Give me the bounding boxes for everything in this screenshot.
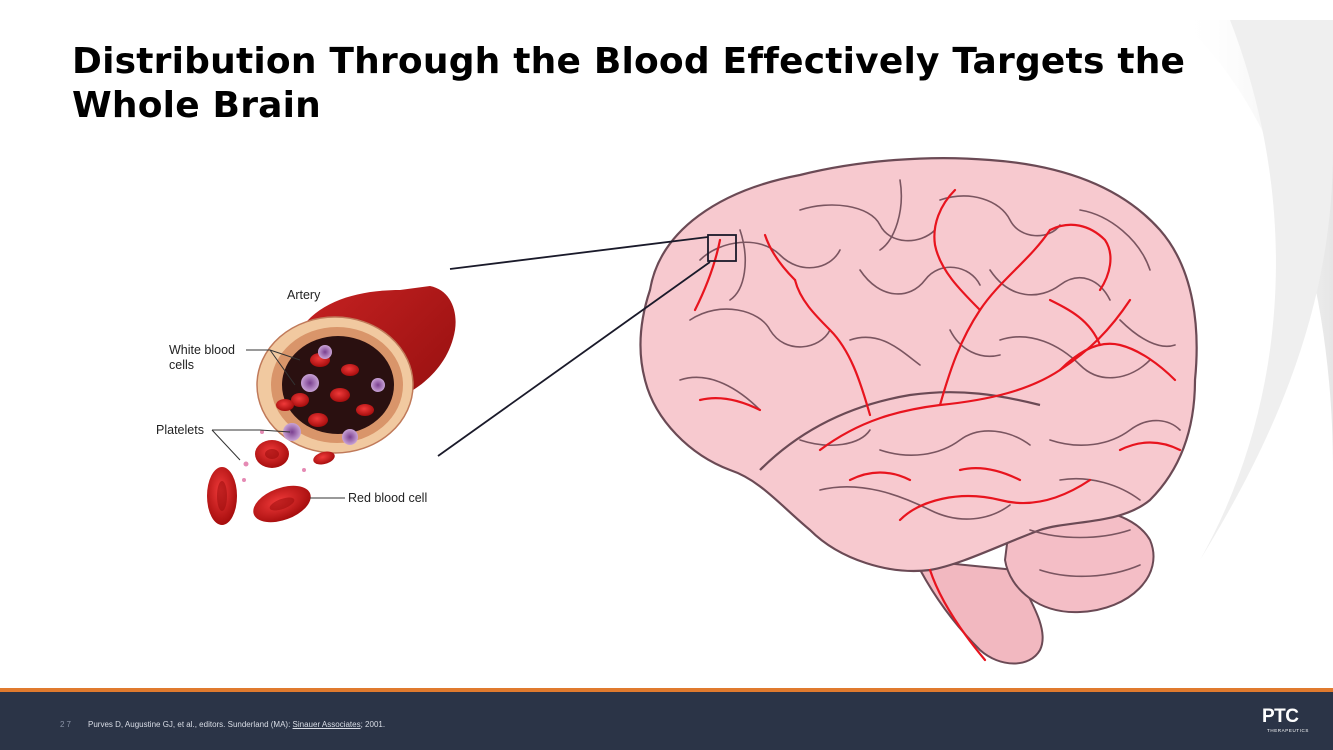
citation-prefix: Purves D, Augustine GJ, et al., editors.… xyxy=(88,720,293,729)
zoom-line-bottom xyxy=(437,261,711,457)
brain xyxy=(639,157,1198,665)
lumen-cells xyxy=(276,345,385,445)
title-line-1: Distribution Through the Blood Effective… xyxy=(72,41,1186,82)
slide-number: 27 xyxy=(60,720,73,729)
brain-stem xyxy=(913,558,1044,665)
zoom-line-top xyxy=(449,236,709,270)
spilling-cells xyxy=(207,423,335,525)
logo-text: PTC xyxy=(1262,706,1299,727)
white-blood-cells-label-line2: cells xyxy=(169,358,194,372)
citation: Purves D, Augustine GJ, et al., editors.… xyxy=(88,720,385,729)
footer: 27 Purves D, Augustine GJ, et al., edito… xyxy=(0,692,1333,750)
slide-title: Distribution Through the Blood Effective… xyxy=(72,40,1252,128)
platelets-label: Platelets xyxy=(156,423,204,437)
logo-subtext: THERAPEUTICS xyxy=(1267,728,1309,733)
white-blood-cells-label-line1: White blood xyxy=(169,343,235,357)
footer-accent-line xyxy=(0,688,1333,692)
artery-diagram: Artery White blood cells Platelets Red b… xyxy=(156,286,456,525)
ptc-logo: PTC THERAPEUTICS xyxy=(1262,706,1324,738)
red-blood-cell-label: Red blood cell xyxy=(348,491,427,505)
zoom-callout xyxy=(437,234,737,457)
artery-label: Artery xyxy=(287,288,321,302)
citation-suffix: ; 2001. xyxy=(360,720,386,729)
zoom-box xyxy=(707,234,737,262)
citation-publisher-link[interactable]: Sinauer Associates xyxy=(292,720,361,729)
title-line-2: Whole Brain xyxy=(72,85,322,126)
illustration: Artery White blood cells Platelets Red b… xyxy=(156,157,1198,665)
